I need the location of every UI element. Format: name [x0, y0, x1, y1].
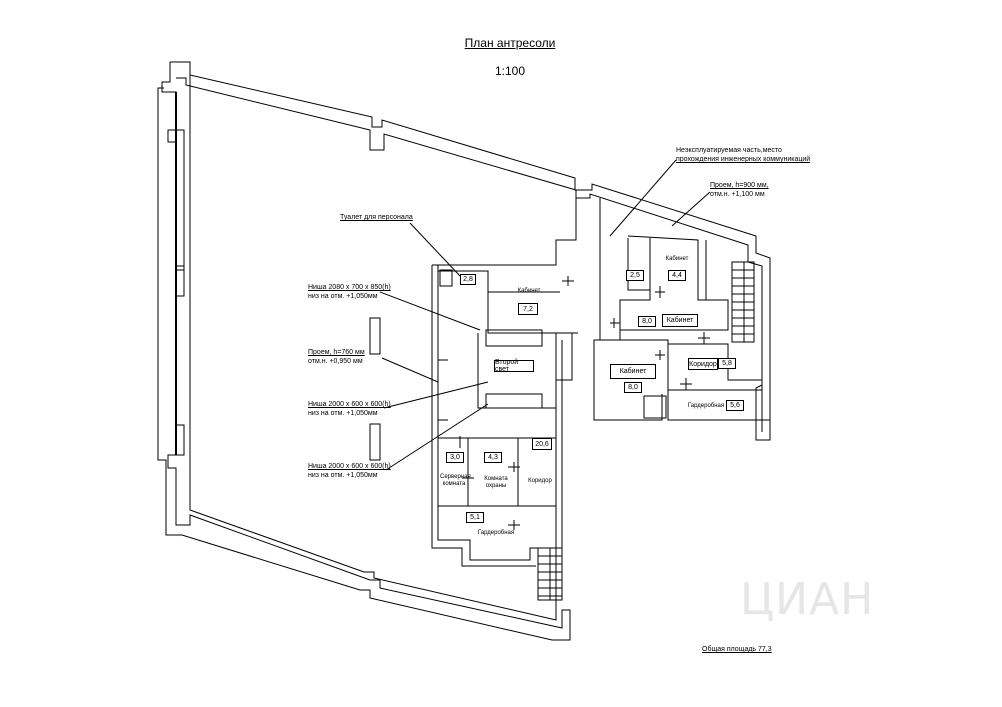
second-light-label: Второй свет	[494, 359, 534, 373]
annotation-opening-left: Проем, h=760 мм отм.н. +0,950 мм	[308, 349, 365, 365]
office-center-area: 7,2	[518, 303, 538, 315]
watermark-logo: ЦИАН	[740, 574, 875, 625]
toilet-area: 2,8	[460, 274, 476, 285]
door-marks	[438, 276, 710, 530]
right-stairs	[731, 261, 755, 343]
office-r3-label: Кабинет	[610, 364, 656, 379]
office-r3-area: 8,0	[624, 382, 642, 393]
annotation-niche-2: Ниша 2000 х 600 х 600(h) низ на отм. +1,…	[308, 401, 391, 417]
corridor-r-label: Коридор	[688, 358, 718, 370]
right-block-walls	[593, 198, 770, 421]
left-windows	[175, 129, 185, 456]
annotation-opening-right: Проем, h=900 мм, отм.н. +1,100 мм	[710, 182, 769, 198]
wardrobe-center-label: Гардеробная	[477, 530, 515, 536]
corridor-center-label: Коридор	[528, 478, 552, 484]
office-center-label: Кабинет	[517, 288, 541, 294]
office-r2-area: 8,0	[638, 316, 656, 327]
security-area: 4,3	[484, 452, 502, 463]
total-area: Общая площадь 77,3	[702, 646, 772, 653]
office-r2-label: Кабинет	[662, 314, 698, 327]
central-stairs	[537, 547, 563, 601]
small-room-area: 2,5	[626, 270, 644, 281]
server-label: Серверная комната	[440, 474, 471, 487]
annotation-niche-1: Ниша 2080 х 700 х 850(h) низ на отм. +1,…	[308, 284, 391, 300]
corridor-center-area: 20,6	[532, 438, 552, 450]
office-r1-area: 4,4	[668, 270, 686, 281]
server-area: 3,0	[446, 452, 464, 463]
niches	[369, 317, 381, 461]
plan-title: План антресоли	[464, 36, 556, 50]
central-block-walls	[431, 198, 578, 600]
wardrobe-r-area: 5,6	[726, 400, 744, 411]
wardrobe-center-area: 5,1	[466, 512, 484, 523]
security-label: Комната охраны	[484, 476, 508, 489]
annotation-niche-3: Ниша 2000 х 600 х 600(h) низ на отм. +1,…	[308, 463, 391, 479]
leader-lines	[379, 159, 711, 471]
corridor-r-area: 5,8	[718, 358, 736, 369]
plan-scale: 1:100	[494, 64, 526, 78]
annotation-staff-toilet: Туалет для персонала	[340, 214, 413, 221]
annotation-unused-area: Неэксплуатируемая часть,место прохождени…	[676, 147, 811, 163]
wardrobe-r-label: Гардеробная	[687, 403, 725, 409]
office-r1-label: Кабинет	[665, 256, 689, 262]
